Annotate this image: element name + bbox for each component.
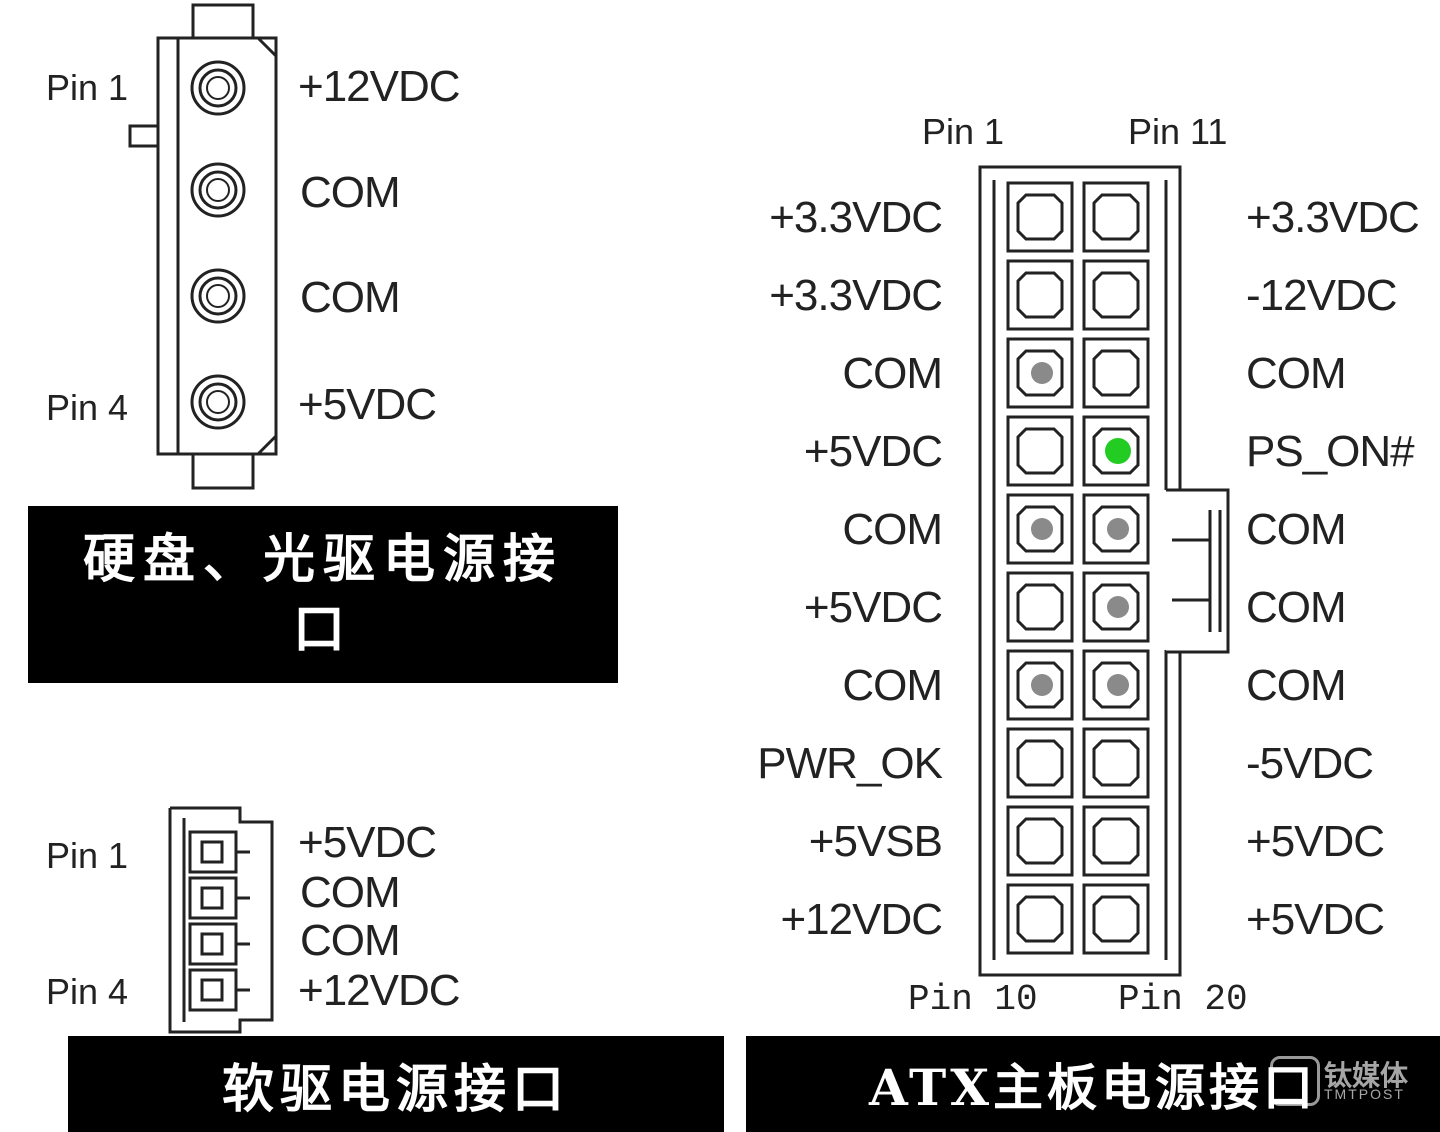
molex-pin-hole-2: [190, 162, 246, 218]
molex-banner: 硬盘、光驱电源接口: [28, 506, 618, 683]
atx-pin-20-label: Pin 20: [1118, 979, 1248, 1020]
atx-pin-cell-14: [1082, 415, 1150, 487]
atx-pin-5-signal: COM: [842, 505, 943, 554]
atx-pin-11-signal: +3.3VDC: [1246, 193, 1420, 242]
atx-pin-cell-4: [1006, 415, 1074, 487]
floppy-pin-cell-3: [188, 922, 250, 966]
atx-pin-cell-20: [1082, 883, 1150, 955]
atx-pin-cell-1: [1006, 181, 1074, 253]
atx-pin-12-signal: -12VDC: [1246, 271, 1397, 320]
atx-pin-10-label: Pin 10: [908, 979, 1038, 1020]
atx-pin-cells: [1006, 181, 1150, 955]
atx-pin-19-signal: +5VDC: [1246, 817, 1385, 866]
atx-pin-13-signal: COM: [1246, 349, 1347, 398]
atx-pin-1-label: Pin 1: [922, 111, 1005, 152]
watermark-logo-icon: [1270, 1056, 1320, 1106]
molex-pin-3-label: COM: [300, 273, 401, 322]
atx-pin-cell-11: [1082, 181, 1150, 253]
floppy-pin-2-label: COM: [300, 868, 401, 917]
molex-pin-hole-1: [190, 60, 246, 116]
atx-pin-2-signal: +3.3VDC: [769, 271, 943, 320]
atx-pin-10-signal: +12VDC: [780, 895, 943, 944]
atx-pin-17-signal: COM: [1246, 661, 1347, 710]
molex-pin-hole-4: [190, 374, 246, 430]
atx-pin-16-signal: COM: [1246, 583, 1347, 632]
atx-banner-text: ATX主板电源接口: [868, 1058, 1318, 1117]
atx-pin-cell-8: [1006, 727, 1074, 799]
atx-pin-20-signal: +5VDC: [1246, 895, 1385, 944]
atx-pin-7-signal: COM: [842, 661, 943, 710]
molex-pin-start-label: Pin 1: [46, 67, 129, 108]
atx-pin-1-signal: +3.3VDC: [769, 193, 943, 242]
floppy-pin-cell-2: [188, 876, 250, 920]
molex-pin-hole-3: [190, 268, 246, 324]
atx-pin-cell-18: [1082, 727, 1150, 799]
atx-pin-cell-3: [1006, 337, 1074, 409]
watermark-text: 钛媒体: [1324, 1059, 1409, 1092]
atx-pin-15-signal: COM: [1246, 505, 1347, 554]
floppy-pin-start-label: Pin 1: [46, 835, 129, 876]
atx-pin-cell-17: [1082, 649, 1150, 721]
floppy-pin-cells: [188, 830, 250, 1012]
molex-pin-end-label: Pin 4: [46, 387, 129, 428]
floppy-pin-cell-4: [188, 968, 250, 1012]
molex-pin-holes: [190, 60, 246, 430]
floppy-pin-cell-1: [188, 830, 250, 874]
atx-pin-cell-10: [1006, 883, 1074, 955]
watermark: 钛媒体 TMTPOST: [1270, 1052, 1430, 1112]
atx-pin-14-signal: PS_ON#: [1246, 427, 1415, 476]
atx-pin-cell-12: [1082, 259, 1150, 331]
floppy-banner-text: 软驱电源接口: [221, 1058, 570, 1120]
atx-pin-cell-7: [1006, 649, 1074, 721]
atx-pin-cell-5: [1006, 493, 1074, 565]
floppy-pin-end-label: Pin 4: [46, 971, 129, 1012]
atx-pin-cell-2: [1006, 259, 1074, 331]
atx-pin-cell-13: [1082, 337, 1150, 409]
atx-pin-cell-6: [1006, 571, 1074, 643]
atx-pin-cell-9: [1006, 805, 1074, 877]
watermark-subtext: TMTPOST: [1324, 1086, 1405, 1102]
atx-pin-cell-19: [1082, 805, 1150, 877]
molex-pin-4-label: +5VDC: [298, 380, 437, 429]
atx-pin-6-signal: +5VDC: [803, 583, 943, 632]
atx-banner: ATX主板电源接口: [746, 1036, 1440, 1132]
floppy-connector: [168, 806, 274, 1034]
atx-pin-11-label: Pin 11: [1128, 111, 1228, 152]
molex-pin-2-label: COM: [300, 168, 401, 217]
floppy-pin-4-label: +12VDC: [298, 966, 461, 1015]
floppy-pin-1-label: +5VDC: [298, 818, 437, 867]
atx-pin-3-signal: COM: [842, 349, 943, 398]
atx-pin-cell-16: [1082, 571, 1150, 643]
molex-banner-text: 硬盘、光驱电源接口: [82, 528, 563, 660]
molex-pin-1-label: +12VDC: [298, 62, 461, 111]
atx-pin-9-signal: +5VSB: [808, 817, 943, 866]
floppy-pin-3-label: COM: [300, 916, 401, 965]
atx-pin-18-signal: -5VDC: [1246, 739, 1374, 788]
atx-pin-cell-15: [1082, 493, 1150, 565]
floppy-banner: 软驱电源接口: [68, 1036, 724, 1132]
atx-pin-4-signal: +5VDC: [803, 427, 943, 476]
atx-pin-8-signal: PWR_OK: [757, 739, 943, 788]
